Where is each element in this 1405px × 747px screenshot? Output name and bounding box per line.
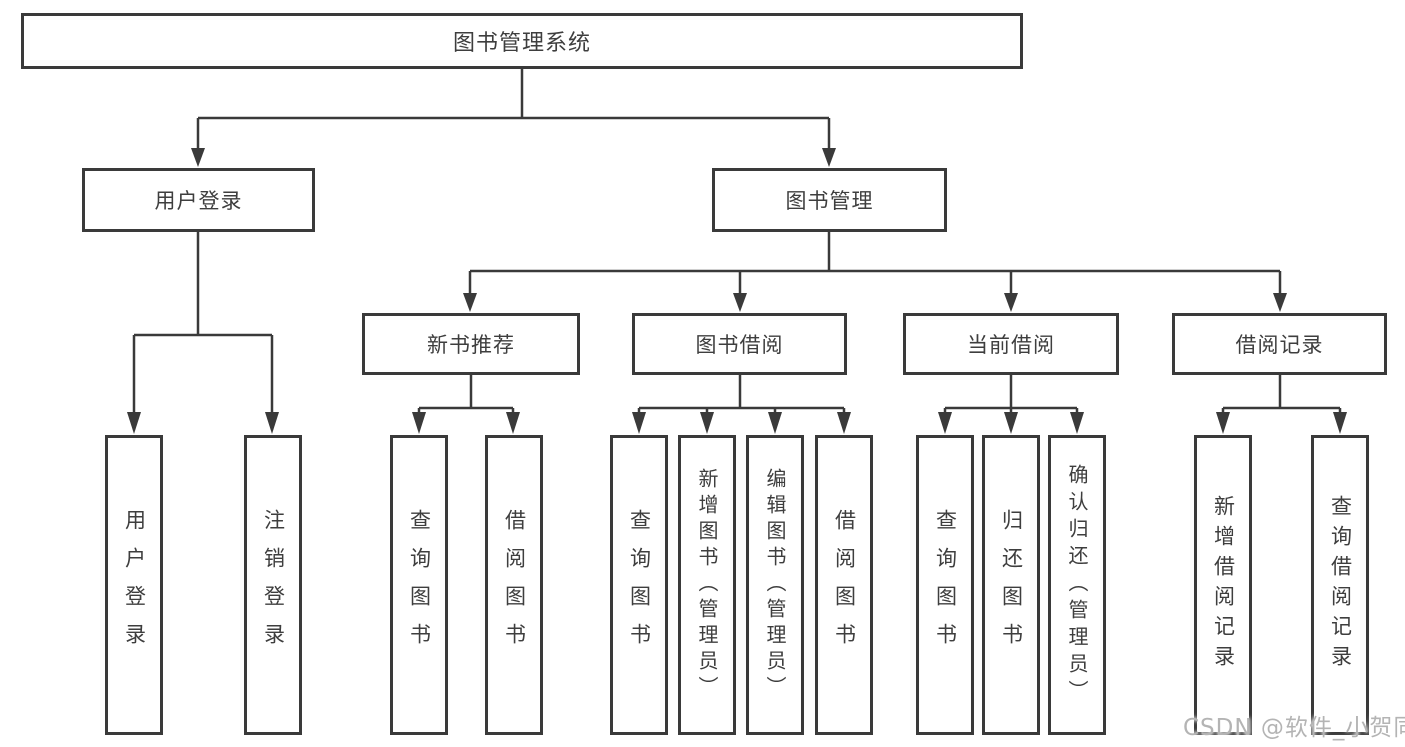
leaf-borrow-books-recommend: 借阅图书 [485, 435, 543, 735]
leaf-borrow-books: 借阅图书 [815, 435, 873, 735]
node-label: 借阅图书 [832, 509, 857, 661]
leaf-query-borrow-record: 查询借阅记录 [1311, 435, 1369, 735]
connector-paths [132, 69, 1342, 414]
node-label: 查询借阅记录 [1328, 495, 1353, 675]
node-label: 查询图书 [933, 509, 958, 661]
node-label: 编辑图书（管理员） [763, 468, 787, 702]
leaf-add-books-admin: 新增图书（管理员） [678, 435, 736, 735]
leaf-query-books-recommend: 查询图书 [390, 435, 448, 735]
leaf-query-books-borrowing: 查询图书 [610, 435, 668, 735]
node-label: 借阅记录 [1235, 333, 1324, 357]
leaf-confirm-return-admin: 确认归还（管理员） [1048, 435, 1106, 735]
node-new-book-recommend: 新书推荐 [362, 313, 580, 375]
node-label: 图书管理系统 [452, 31, 591, 56]
node-label: 图书管理 [785, 189, 874, 213]
node-label: 归还图书 [999, 509, 1024, 661]
node-current-borrowing: 当前借阅 [903, 313, 1119, 375]
csdn-watermark: CSDN @软件_小贺同学 [1183, 715, 1405, 741]
leaf-user-login: 用户登录 [105, 435, 163, 735]
node-label: 用户登录 [154, 189, 243, 213]
node-book-borrowing: 图书借阅 [632, 313, 847, 375]
node-borrowing-records: 借阅记录 [1172, 313, 1387, 375]
node-label: 查询图书 [627, 509, 652, 661]
leaf-return-books: 归还图书 [982, 435, 1040, 735]
node-label: 借阅图书 [502, 509, 527, 661]
leaf-logout: 注销登录 [244, 435, 302, 735]
node-label: 用户登录 [122, 509, 147, 661]
node-library-management-system: 图书管理系统 [21, 13, 1023, 69]
node-user-login: 用户登录 [82, 168, 315, 232]
node-label: 注销登录 [261, 509, 286, 661]
node-label: 新书推荐 [427, 333, 515, 357]
node-label: 新增图书（管理员） [695, 468, 719, 702]
node-label: 当前借阅 [967, 333, 1055, 357]
leaf-add-borrow-record: 新增借阅记录 [1194, 435, 1252, 735]
leaf-query-books-current: 查询图书 [916, 435, 974, 735]
node-label: 新增借阅记录 [1211, 495, 1236, 675]
arrowhead-icons [127, 148, 1347, 434]
node-label: 查询图书 [407, 509, 432, 661]
node-label: 确认归还（管理员） [1065, 463, 1089, 707]
node-book-management: 图书管理 [712, 168, 947, 232]
node-label: 图书借阅 [695, 333, 784, 357]
leaf-edit-books-admin: 编辑图书（管理员） [746, 435, 804, 735]
